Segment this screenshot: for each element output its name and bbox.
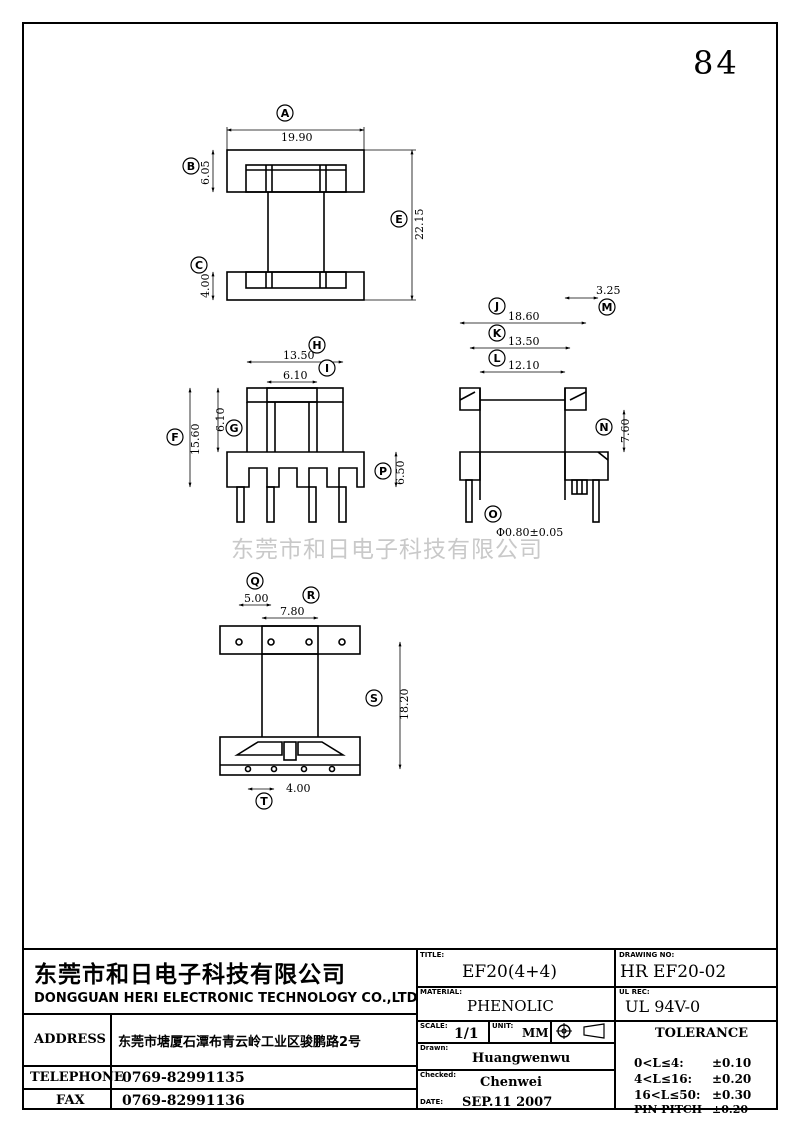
dim-q: 5.00	[244, 592, 269, 605]
drawn-label: Drawn:	[420, 1044, 449, 1052]
callout-s: S	[370, 692, 378, 705]
tolerance-range-2: 4<L≤16:	[634, 1072, 693, 1086]
ul-label: UL REC:	[619, 988, 650, 996]
dim-o: Φ0.80±0.05	[496, 526, 563, 539]
callout-h: H	[312, 339, 321, 352]
date-value: SEP.11 2007	[462, 1095, 553, 1110]
watermark: 东莞市和日电子科技有限公司	[231, 537, 543, 563]
scale-value: 1/1	[454, 1026, 479, 1042]
callout-t: T	[260, 795, 268, 808]
dim-r: 7.80	[280, 605, 305, 618]
dim-f: 15.60	[189, 424, 202, 456]
bottom-view	[219, 625, 361, 776]
callout-f: F	[171, 431, 179, 444]
callout-m: M	[602, 301, 613, 314]
unit-value: MM	[522, 1026, 549, 1040]
tolerance-range-3: 16<L≤50:	[634, 1088, 701, 1102]
dim-c: 4.00	[199, 274, 212, 299]
title-block: 东莞市和日电子科技有限公司 DONGGUAN HERI ELECTRONIC T…	[22, 948, 778, 1116]
callout-e: E	[395, 213, 403, 226]
page-number: 84	[693, 44, 740, 82]
drawing-no-label: DRAWING NO:	[619, 951, 675, 959]
company-name-cn: 东莞市和日电子科技有限公司	[34, 962, 346, 988]
ul-value: UL 94V-0	[625, 997, 701, 1016]
tolerance-value-2: ±0.20	[712, 1072, 752, 1086]
tolerance-value-3: ±0.30	[712, 1088, 752, 1102]
technical-drawing: A B C E F G H I P J K L M N O Q R S T 19…	[166, 104, 632, 810]
callout-l: L	[493, 352, 500, 365]
tolerance-range-4: PIN PITCH	[634, 1103, 703, 1116]
dim-t: 4.00	[286, 782, 311, 795]
dim-l: 12.10	[508, 359, 540, 372]
side-view	[459, 387, 609, 523]
callout-r: R	[307, 589, 316, 602]
dim-h: 13.50	[283, 349, 315, 362]
callout-o: O	[488, 508, 497, 521]
dim-n: 7.60	[619, 419, 632, 444]
fax-value: 0769-82991136	[122, 1093, 245, 1109]
unit-label: UNIT:	[492, 1022, 514, 1030]
callout-c: C	[195, 259, 203, 272]
dim-a: 19.90	[281, 131, 313, 144]
callout-j: J	[494, 300, 499, 313]
dim-g: 6.10	[214, 408, 227, 433]
projection-symbol-icon	[556, 1023, 605, 1039]
front-view	[226, 387, 365, 523]
top-view	[226, 149, 365, 301]
drawn-value: Huangwenwu	[472, 1051, 571, 1066]
callout-n: N	[599, 421, 608, 434]
address-value: 东莞市塘厦石潭布青云岭工业区骏鹏路2号	[118, 1035, 362, 1050]
material-label: MATERIAL:	[420, 988, 463, 996]
company-name-en: DONGGUAN HERI ELECTRONIC TECHNOLOGY CO.,…	[34, 991, 418, 1006]
title-value: EF20(4+4)	[462, 962, 557, 982]
dim-e: 22.15	[413, 209, 426, 241]
dim-i: 6.10	[283, 369, 308, 382]
fax-label: FAX	[56, 1093, 85, 1108]
callout-b: B	[187, 160, 195, 173]
callout-i: I	[325, 362, 329, 375]
callout-q: Q	[250, 575, 259, 588]
telephone-value: 0769-82991135	[122, 1070, 245, 1086]
address-label: ADDRESS	[34, 1032, 106, 1047]
callout-g: G	[229, 422, 238, 435]
tolerance-value-1: ±0.10	[712, 1056, 752, 1070]
callout-bubbles	[166, 104, 616, 810]
dim-k: 13.50	[508, 335, 540, 348]
scale-label: SCALE:	[420, 1022, 448, 1030]
dim-j: 18.60	[508, 310, 540, 323]
tolerance-range-1: 0<L≤4:	[634, 1056, 684, 1070]
callout-p: P	[379, 465, 387, 478]
dim-s: 18.20	[398, 689, 411, 721]
checked-label: Checked:	[420, 1071, 457, 1079]
tolerance-title: TOLERANCE	[655, 1026, 749, 1041]
drawing-border	[22, 22, 778, 1110]
tolerance-value-4: ±0.20	[712, 1103, 749, 1116]
date-label: DATE:	[420, 1098, 444, 1106]
title-label: TITLE:	[420, 951, 445, 959]
callout-a: A	[281, 107, 290, 120]
material-value: PHENOLIC	[467, 997, 554, 1015]
checked-value: Chenwei	[480, 1075, 542, 1090]
telephone-label: TELEPHONE	[30, 1070, 124, 1085]
dim-p: 6.50	[394, 461, 407, 486]
drawing-no-value: HR EF20-02	[620, 962, 727, 982]
dim-b: 6.05	[199, 161, 212, 186]
callout-k: K	[493, 327, 502, 340]
dim-m: 3.25	[596, 284, 621, 297]
